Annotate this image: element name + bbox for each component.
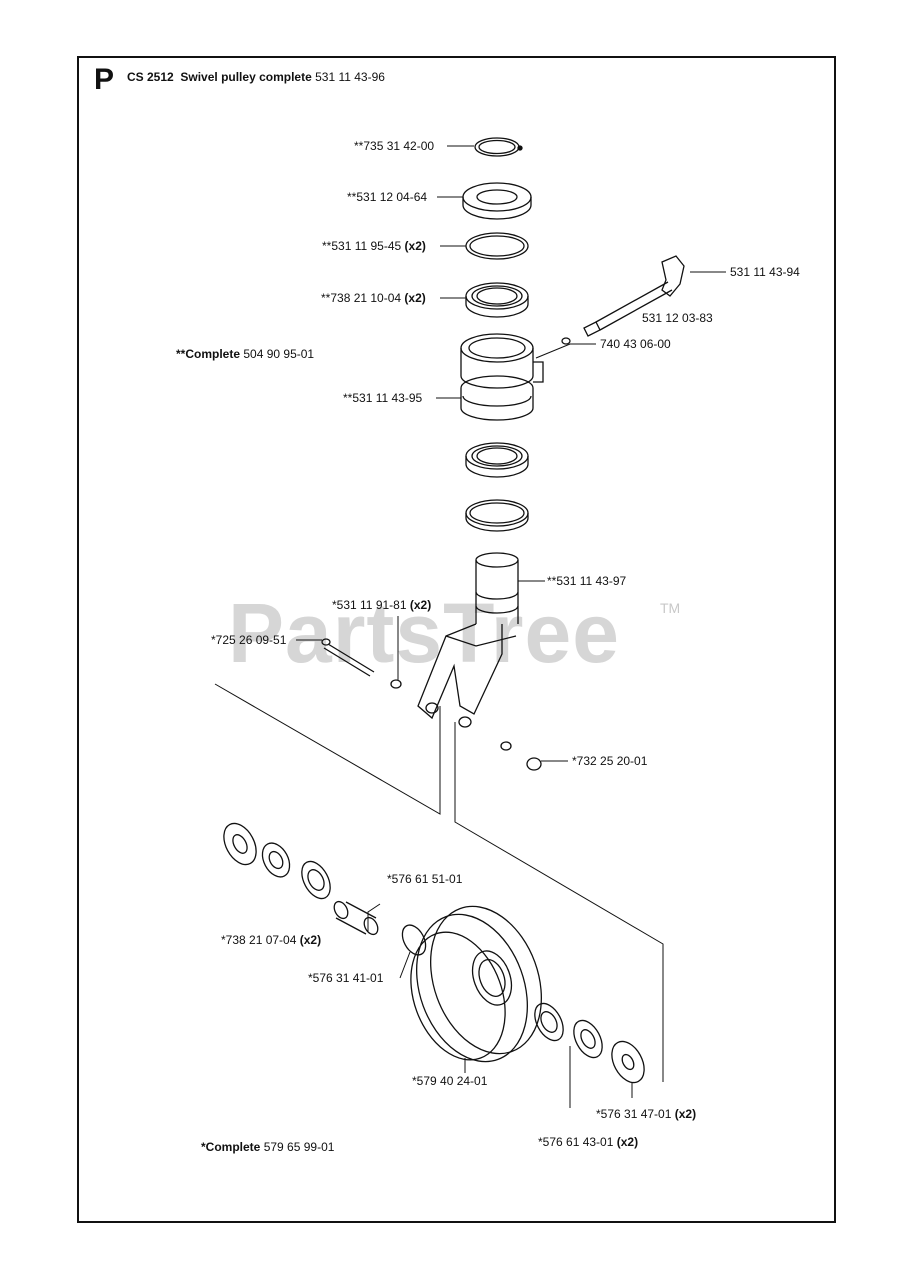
- retaining-ring-top: [474, 137, 523, 157]
- circlip-576-41: [401, 924, 427, 956]
- cover-washer: [462, 182, 532, 220]
- pulley-wheel: [410, 905, 542, 1063]
- part-label[interactable]: *725 26 09-51: [211, 633, 287, 647]
- spacer-right: [573, 1019, 603, 1059]
- part-label[interactable]: **531 11 43-95: [343, 391, 423, 405]
- swivel-arm: [417, 623, 517, 728]
- part-label[interactable]: **531 11 95-45 (x2): [322, 239, 426, 253]
- part-label[interactable]: *732 25 20-01: [572, 754, 648, 768]
- part-label[interactable]: *579 40 24-01: [412, 1074, 488, 1088]
- adjust-knob: [583, 255, 685, 337]
- washer-531-91: [390, 679, 402, 689]
- spindle-shaft: [475, 552, 519, 624]
- seal-ring: [465, 232, 529, 260]
- axle-sleeve: [333, 900, 379, 936]
- model-number: CS 2512: [127, 70, 174, 84]
- part-label[interactable]: *576 31 47-01 (x2): [596, 1107, 697, 1121]
- pin-725: [321, 638, 375, 677]
- assembly-part-number: 531 11 43-96: [315, 70, 385, 84]
- page-title: CS 2512 Swivel pulley complete 531 11 43…: [127, 70, 385, 84]
- complete-kit-lower[interactable]: *Complete 579 65 99-01: [201, 1140, 335, 1154]
- small-nut-740: [561, 337, 571, 345]
- part-label[interactable]: **531 11 43-97: [547, 574, 627, 588]
- part-label[interactable]: *738 21 07-04 (x2): [221, 933, 322, 947]
- part-label[interactable]: *576 31 41-01: [308, 971, 384, 985]
- bearing-wheel-right: [534, 1002, 564, 1042]
- part-label[interactable]: *531 11 91-81 (x2): [332, 598, 432, 612]
- part-label[interactable]: 531 11 43-94: [730, 265, 800, 279]
- part-label[interactable]: *576 61 43-01 (x2): [538, 1135, 639, 1149]
- wheel-cover-right: [611, 1040, 645, 1084]
- watermark: PartsTree: [228, 586, 620, 680]
- diagram-frame: [77, 56, 836, 1223]
- part-label[interactable]: **735 31 42-00: [354, 139, 435, 153]
- bearing-lower: [465, 442, 529, 478]
- part-label[interactable]: **738 21 10-04 (x2): [321, 291, 426, 305]
- complete-kit-upper[interactable]: **Complete 504 90 95-01: [176, 347, 315, 361]
- pulley-housing: [460, 333, 544, 421]
- spacer-left: [261, 842, 291, 878]
- wheel-cover-left: [223, 822, 257, 866]
- part-label[interactable]: *576 61 51-01: [387, 872, 463, 886]
- part-label[interactable]: **531 12 04-64: [347, 190, 428, 204]
- watermark-trademark: TM: [660, 600, 681, 616]
- part-label[interactable]: 740 43 06-00: [600, 337, 671, 351]
- washer-right: [500, 741, 512, 751]
- assembly-title: Swivel pulley complete: [180, 70, 312, 84]
- bearing-wheel-left: [301, 860, 331, 900]
- assembly-lines: [214, 683, 664, 1082]
- seal-ring-lower: [465, 499, 529, 532]
- leader-lines: [296, 145, 726, 1108]
- part-label[interactable]: 531 12 03-83: [642, 311, 713, 325]
- section-letter: P: [94, 63, 115, 96]
- bearing-upper: [465, 282, 529, 318]
- nut-732: [526, 757, 542, 771]
